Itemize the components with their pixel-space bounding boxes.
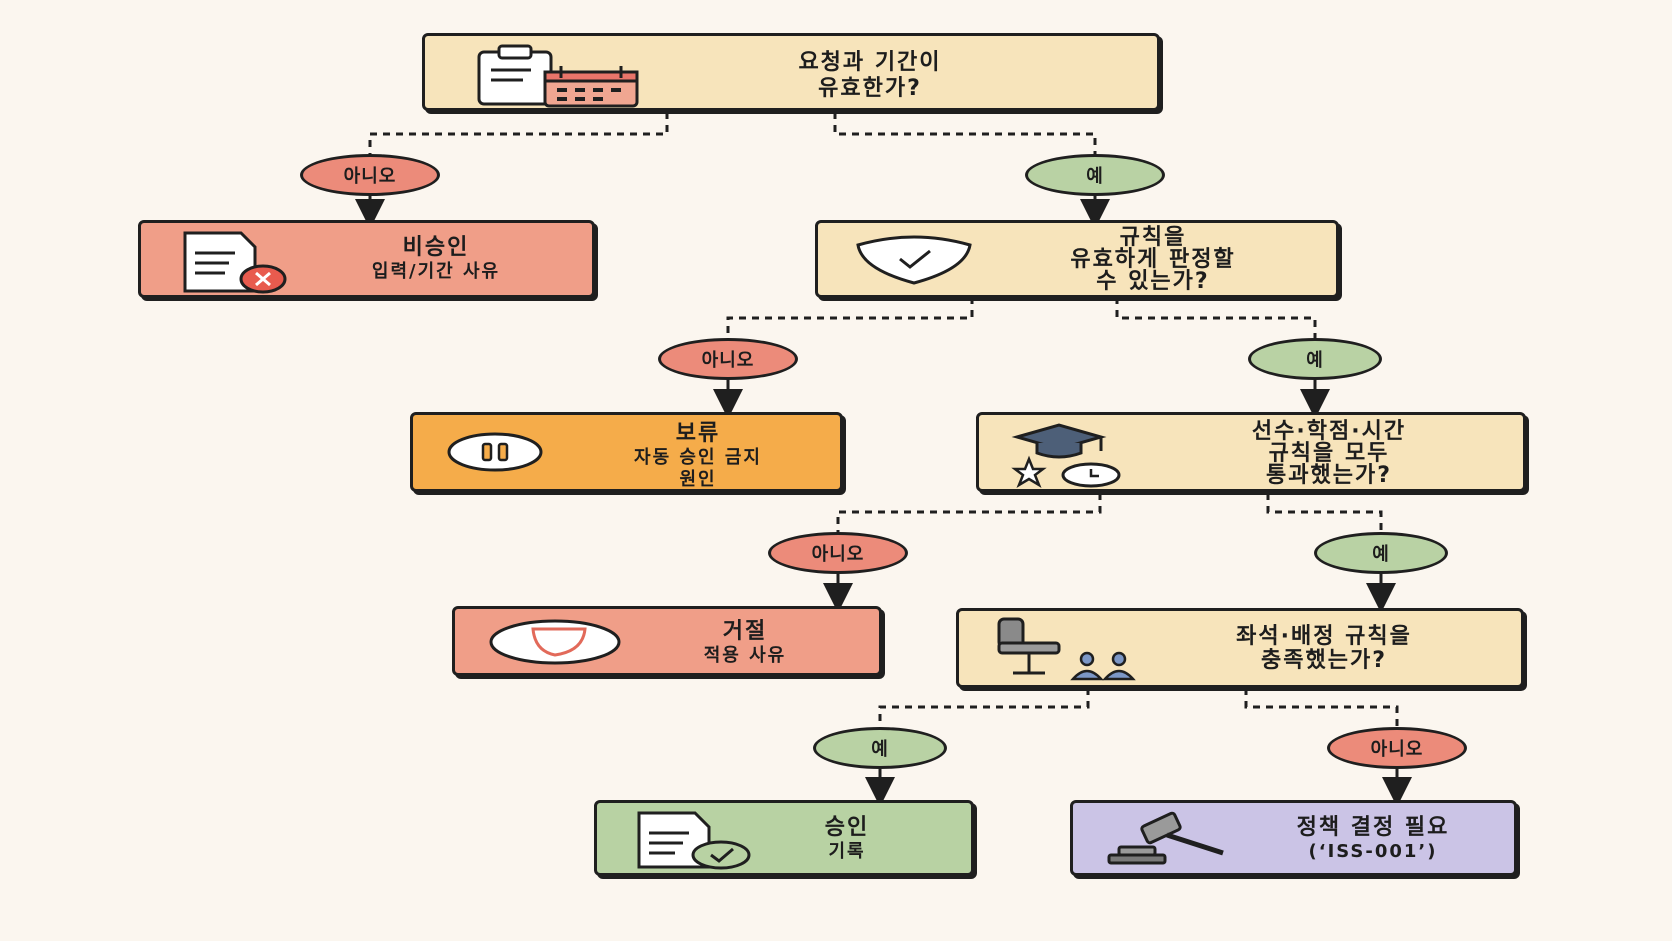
outcome-subtitle-2: 원인 xyxy=(679,469,717,490)
branch-yes-q4: 예 xyxy=(813,727,947,769)
decision-line-1: 선수·학점·시간 xyxy=(1251,419,1407,444)
decision-line-1: 좌석·배정 규칙을 xyxy=(1236,624,1412,649)
decision-line-3: 통과했는가? xyxy=(1266,463,1392,488)
connector-q4-yes xyxy=(878,688,1090,727)
shield-check-icon xyxy=(856,235,972,285)
connector-q4-no xyxy=(1244,688,1399,727)
decision-prereq-credit-time: 선수·학점·시간 규칙을 모두 통과했는가? xyxy=(976,412,1526,492)
clipboard-calendar-icon xyxy=(477,44,639,108)
gavel-icon xyxy=(1107,811,1224,865)
outcome-subtitle: 기록 xyxy=(828,841,866,862)
connector-q2-no xyxy=(726,297,974,338)
branch-label: 아니오 xyxy=(811,544,865,565)
outcome-subtitle: 입력/기간 사유 xyxy=(371,261,501,282)
branch-label: 예 xyxy=(1086,166,1104,187)
outcome-subtitle-1: 자동 승인 금지 xyxy=(634,447,762,468)
connector-q1-no xyxy=(368,112,669,154)
chair-people-icon xyxy=(997,617,1136,681)
decision-line-3: 수 있는가? xyxy=(1096,269,1210,294)
connector-q1-yes xyxy=(833,112,1097,154)
connector-q3-no xyxy=(836,493,1102,532)
branch-no-q1: 아니오 xyxy=(300,154,440,196)
document-x-icon xyxy=(183,231,287,294)
branch-label: 예 xyxy=(1306,350,1324,371)
outcome-approved: 승인 기록 xyxy=(594,800,974,876)
connector-q3-yes xyxy=(1266,493,1383,532)
decision-line-2: 유효하게 판정할 xyxy=(1070,247,1236,272)
outcome-title: 거절 xyxy=(722,619,768,644)
decision-line-2: 규칙을 모두 xyxy=(1268,441,1390,466)
connector-q2-yes xyxy=(1115,297,1317,338)
branch-no-q4: 아니오 xyxy=(1327,727,1467,769)
outcome-denied: 거절 적용 사유 xyxy=(452,606,882,676)
branch-no-q3: 아니오 xyxy=(768,532,908,574)
decision-line-1: 요청과 기간이 xyxy=(798,50,942,75)
decision-line-1: 규칙을 xyxy=(1119,225,1187,250)
branch-yes-q2: 예 xyxy=(1248,338,1382,380)
branch-label: 아니오 xyxy=(1370,739,1424,760)
decision-seat-assignment: 좌석·배정 규칙을 충족했는가? xyxy=(956,608,1524,688)
decision-line-2: 충족했는가? xyxy=(1261,648,1387,673)
decision-request-period-valid: 요청과 기간이 유효한가? xyxy=(422,33,1160,111)
outcome-hold: 보류 자동 승인 금지 원인 xyxy=(410,412,843,492)
outcome-title: 승인 xyxy=(824,815,870,840)
graduation-star-clock-icon xyxy=(1011,423,1121,488)
outcome-title: 보류 xyxy=(675,421,721,446)
outcome-title: 비승인 xyxy=(402,235,470,260)
branch-label: 아니오 xyxy=(343,166,397,187)
branch-label: 아니오 xyxy=(701,350,755,371)
branch-label: 예 xyxy=(871,739,889,760)
outcome-subtitle: 적용 사유 xyxy=(703,645,787,666)
decision-rules-evaluable: 규칙을 유효하게 판정할 수 있는가? xyxy=(815,220,1339,298)
decision-line-2: 유효한가? xyxy=(818,76,922,101)
branch-label: 예 xyxy=(1372,544,1390,565)
document-check-icon xyxy=(637,811,751,870)
outcome-title: 정책 결정 필요 xyxy=(1296,815,1450,840)
pause-icon xyxy=(447,432,543,472)
branch-yes-q3: 예 xyxy=(1314,532,1448,574)
outcome-not-approved: 비승인 입력/기간 사유 xyxy=(138,220,595,298)
outcome-policy-decision: 정책 결정 필요 (‘ISS-001’) xyxy=(1070,800,1517,876)
outcome-subtitle: (‘ISS-001’) xyxy=(1308,841,1438,862)
branch-no-q2: 아니오 xyxy=(658,338,798,380)
half-circle-icon xyxy=(489,619,621,665)
branch-yes-q1: 예 xyxy=(1025,154,1165,196)
